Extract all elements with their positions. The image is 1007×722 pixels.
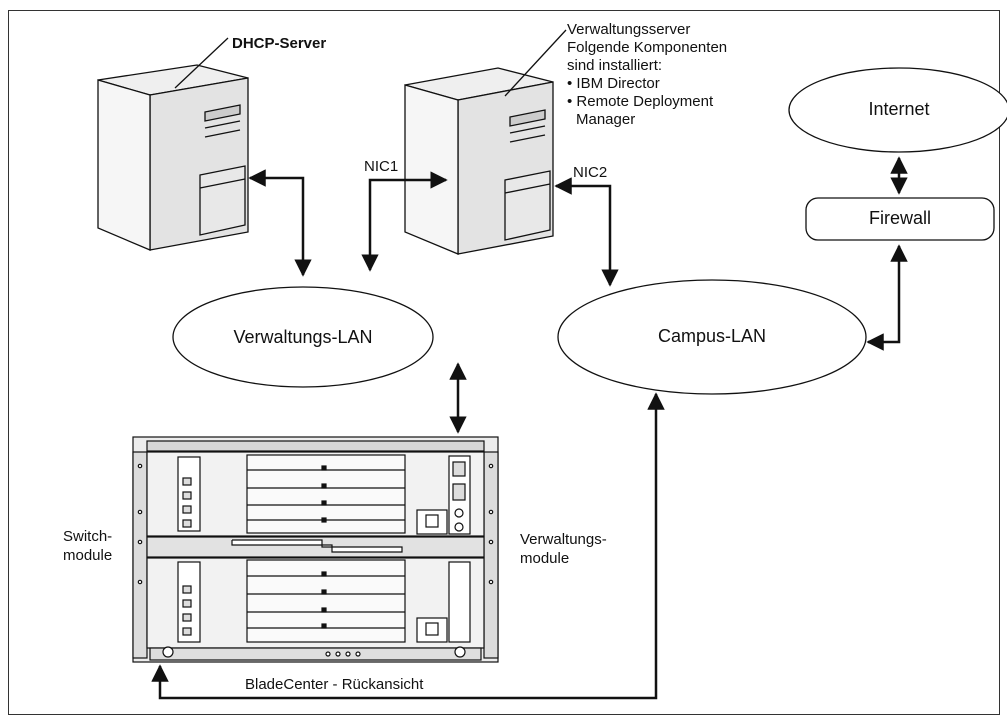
internet-ellipse [788, 67, 1007, 153]
component-ibm-director: • IBM Director [567, 75, 660, 92]
internet-label: Internet [868, 99, 930, 119]
firewall-box [805, 197, 995, 241]
component-remote-deployment: • Remote Deployment [567, 93, 714, 110]
management-lan-label: Verwaltungs-LAN [233, 327, 373, 347]
dhcp-server-label: DHCP-Server [232, 35, 327, 52]
campus-lan-ellipse [557, 279, 867, 395]
bladecenter-caption: BladeCenter - Rückansicht [245, 676, 424, 693]
firewall-label: Firewall [868, 208, 931, 228]
nic2-label: NIC2 [573, 164, 608, 181]
nic1-connector [361, 171, 448, 272]
management-server-icon [404, 29, 567, 255]
connectors [151, 156, 908, 700]
dhcp-server-icon [97, 37, 249, 251]
diagram-frame [8, 10, 1000, 715]
bladecenter-campus-lan-connector [151, 392, 665, 700]
bladecenter-chassis [132, 436, 499, 663]
management-server-line3: sind installiert: [567, 57, 663, 74]
campus-lan-label: Campus-LAN [657, 326, 767, 346]
management-server-line2: Folgende Komponenten [567, 39, 728, 56]
component-remote-deployment-cont: Manager [576, 111, 636, 128]
management-module-label: Verwaltungs- module [520, 531, 607, 567]
management-module-bottom [448, 561, 471, 643]
management-server-description: Verwaltungsserver Folgende Komponenten s… [567, 21, 727, 129]
firewall-campus-lan-connector [866, 244, 908, 351]
management-lan-ellipse [172, 286, 434, 388]
nic2-connector [554, 177, 619, 287]
management-server-title: Verwaltungsserver [567, 21, 691, 38]
nic1-label: NIC1 [364, 158, 399, 175]
switch-module-label: Switch- module [63, 528, 113, 564]
dhcp-to-management-lan-connector [248, 169, 312, 277]
